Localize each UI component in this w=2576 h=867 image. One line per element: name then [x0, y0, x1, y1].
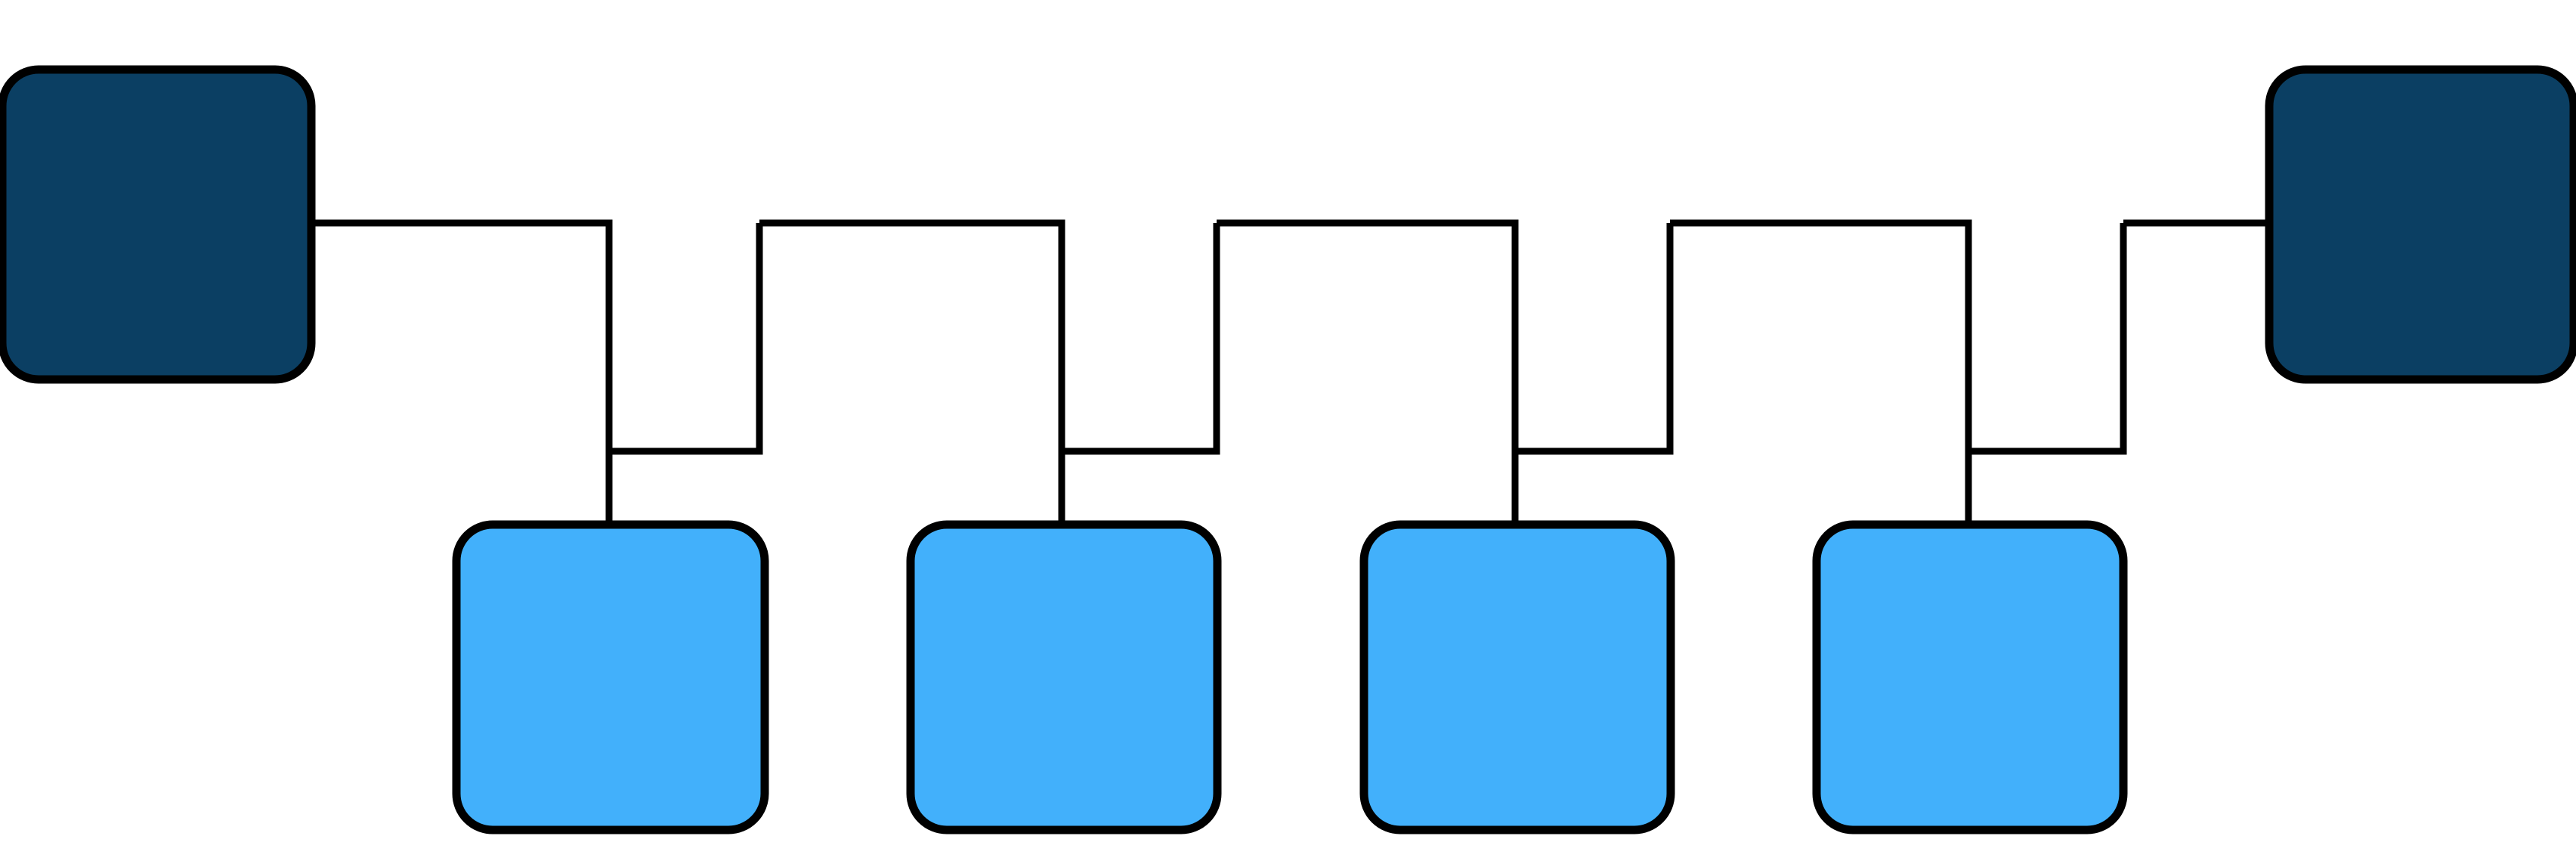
- node-shape-leaf-2[interactable]: [906, 520, 1222, 834]
- node-shape-leaf-1[interactable]: [452, 520, 769, 834]
- node-shape-leaf-3[interactable]: [1359, 520, 1675, 834]
- edge-connector: [759, 219, 1220, 455]
- nodes-layer: [0, 65, 2576, 834]
- node-leaf-3[interactable]: [1359, 520, 1675, 834]
- node-leaf-1[interactable]: [452, 520, 769, 834]
- node-shape-root-right[interactable]: [2265, 65, 2576, 384]
- edge-connector: [311, 219, 763, 455]
- node-root-right[interactable]: [2265, 65, 2576, 384]
- node-leaf-2[interactable]: [906, 520, 1222, 834]
- node-shape-root-left[interactable]: [0, 65, 316, 384]
- node-root-left[interactable]: [0, 65, 316, 384]
- node-shape-leaf-4[interactable]: [1812, 520, 2128, 834]
- edge-connector: [1217, 219, 1674, 455]
- edge-connector: [1670, 219, 2127, 455]
- edges-layer: [311, 219, 2269, 525]
- node-leaf-4[interactable]: [1812, 520, 2128, 834]
